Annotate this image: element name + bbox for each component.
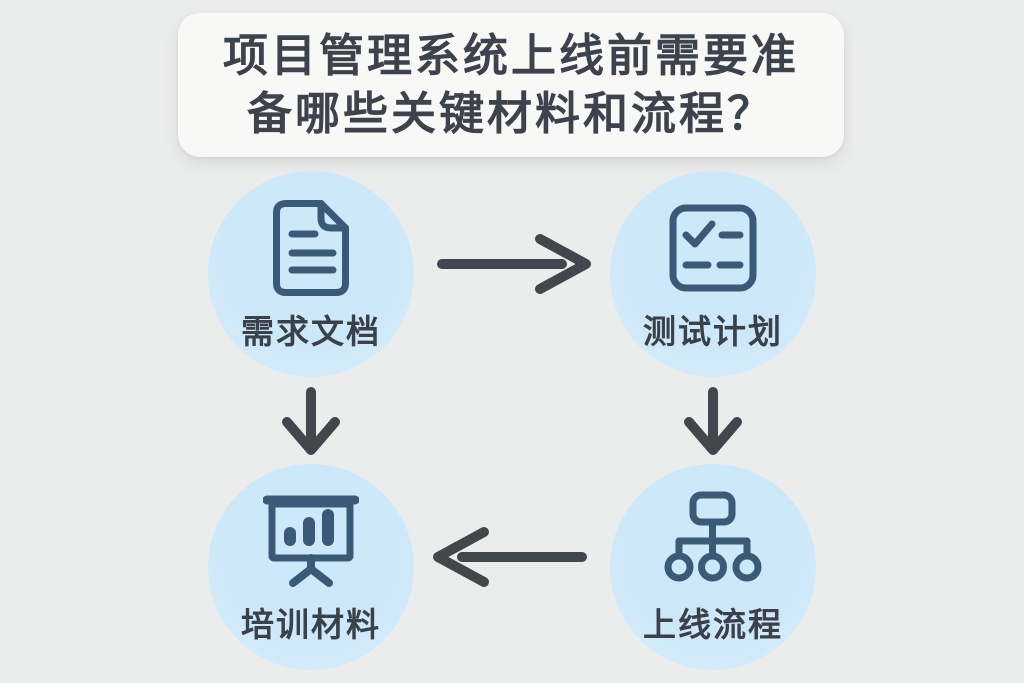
node-label-test-plan: 测试计划	[643, 313, 783, 350]
arrow-down-left-icon	[275, 384, 347, 461]
node-requirements-doc: 需求文档	[208, 171, 414, 377]
arrow-left-icon	[428, 520, 596, 599]
title-line-1: 项目管理系统上线前需要准	[222, 30, 799, 81]
title-line-2: 备哪些关键材料和流程？	[246, 88, 775, 139]
presentation-chart-icon	[263, 491, 359, 591]
node-training-materials: 培训材料	[208, 464, 414, 670]
arrow-right-icon	[428, 227, 596, 306]
node-label-launch-process: 上线流程	[643, 606, 783, 643]
arrow-down-right-icon	[677, 384, 749, 461]
title-card: 项目管理系统上线前需要准 备哪些关键材料和流程？	[178, 13, 844, 157]
node-test-plan: 测试计划	[610, 171, 816, 377]
node-label-training-materials: 培训材料	[241, 606, 381, 643]
node-label-requirements-doc: 需求文档	[241, 313, 381, 350]
node-launch-process: 上线流程	[610, 464, 816, 670]
document-icon	[273, 198, 349, 298]
checklist-icon	[669, 198, 757, 298]
org-hierarchy-icon	[663, 491, 763, 591]
